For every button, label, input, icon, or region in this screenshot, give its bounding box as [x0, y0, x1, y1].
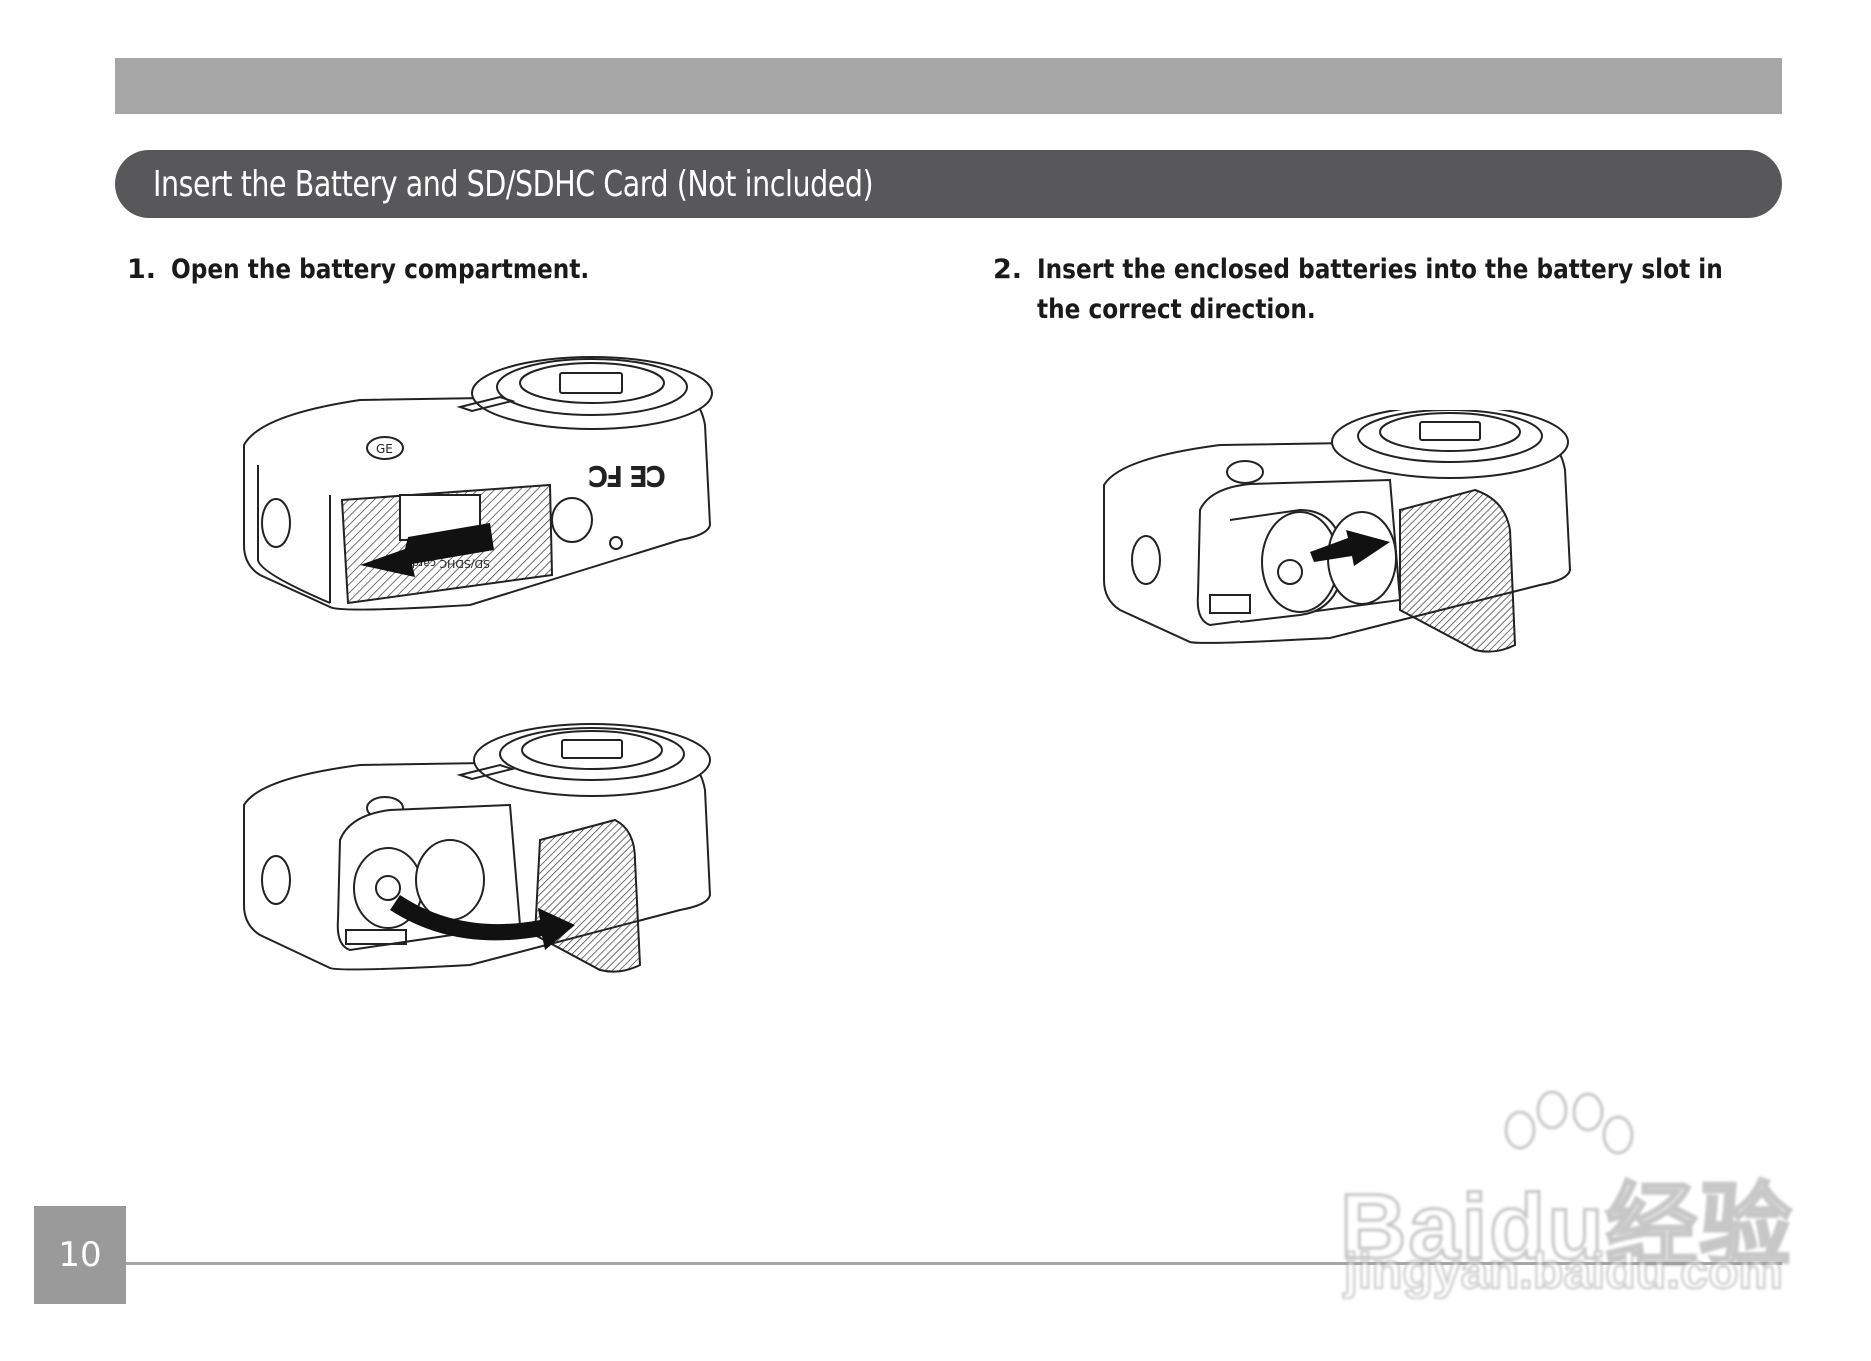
svg-text:CE FC: CE FC [589, 460, 665, 490]
step-number: 2. [993, 254, 1023, 285]
page-number-badge: 10 [34, 1206, 126, 1304]
paw-logo-icon [1504, 1090, 1634, 1155]
step-text: Insert the enclosed batteries into the b… [1037, 254, 1723, 325]
step-text: Open the battery compartment. [171, 254, 590, 285]
watermark-logo-text: Baidu经验 [1339, 1175, 1794, 1280]
slide-arrow-icon [360, 523, 494, 577]
insert-arrow-icon [1310, 530, 1390, 566]
step-1: 1. Open the battery compartment. [127, 250, 807, 290]
watermark-url: jingyan.baidu.com [1343, 1242, 1784, 1300]
curved-arrow-icon [390, 895, 575, 950]
camera-open-cover-illustration: GE SD/SDHC card CE FC [243, 356, 713, 611]
baidu-watermark: Baidu经验 jingyan.baidu.com [1339, 1090, 1793, 1310]
step-number: 1. [127, 254, 157, 285]
camera-brand-logo: GE [376, 442, 393, 456]
step-2: 2. Insert the enclosed batteries into th… [993, 250, 1753, 330]
section-title: Insert the Battery and SD/SDHC Card (Not… [153, 163, 874, 205]
camera-insert-battery-illustration [1103, 410, 1572, 653]
section-title-banner: Insert the Battery and SD/SDHC Card (Not… [115, 150, 1782, 218]
top-decorative-bar [115, 58, 1782, 114]
page-number: 10 [58, 1235, 102, 1275]
camera-flip-cover-illustration [243, 723, 712, 973]
footer-divider [126, 1262, 1782, 1265]
